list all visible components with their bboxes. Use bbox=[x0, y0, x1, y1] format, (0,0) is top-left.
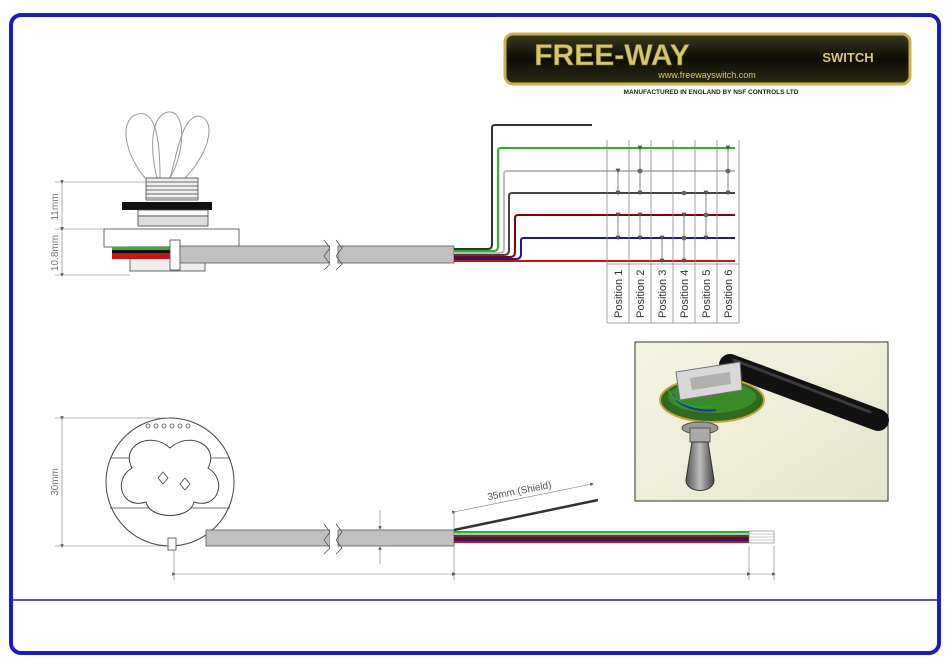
dim-30mm: 30mm bbox=[50, 468, 61, 496]
manufacturer-line: MANUFACTURED IN ENGLAND BY NSF CONTROLS … bbox=[624, 89, 799, 96]
switch-photo bbox=[635, 342, 888, 501]
freeway-logo: FREE-WAY SWITCH www.freewayswitch.com bbox=[505, 34, 910, 84]
logo-url: www.freewayswitch.com bbox=[657, 70, 756, 80]
position-2-label: Position 2 bbox=[635, 270, 647, 318]
position-3-label: Position 3 bbox=[657, 270, 669, 318]
logo-brand: FREE-WAY bbox=[534, 39, 690, 72]
logo-switch-word: SWITCH bbox=[822, 50, 873, 65]
position-5-label: Position 5 bbox=[701, 270, 713, 318]
dim-11mm: 11mm bbox=[50, 193, 61, 220]
position-1-label: Position 1 bbox=[613, 270, 625, 318]
position-4-label: Position 4 bbox=[679, 270, 691, 318]
frame-border bbox=[11, 15, 939, 653]
position-6-label: Position 6 bbox=[723, 270, 735, 318]
dim-10-8mm: 10.8mm bbox=[50, 235, 61, 271]
